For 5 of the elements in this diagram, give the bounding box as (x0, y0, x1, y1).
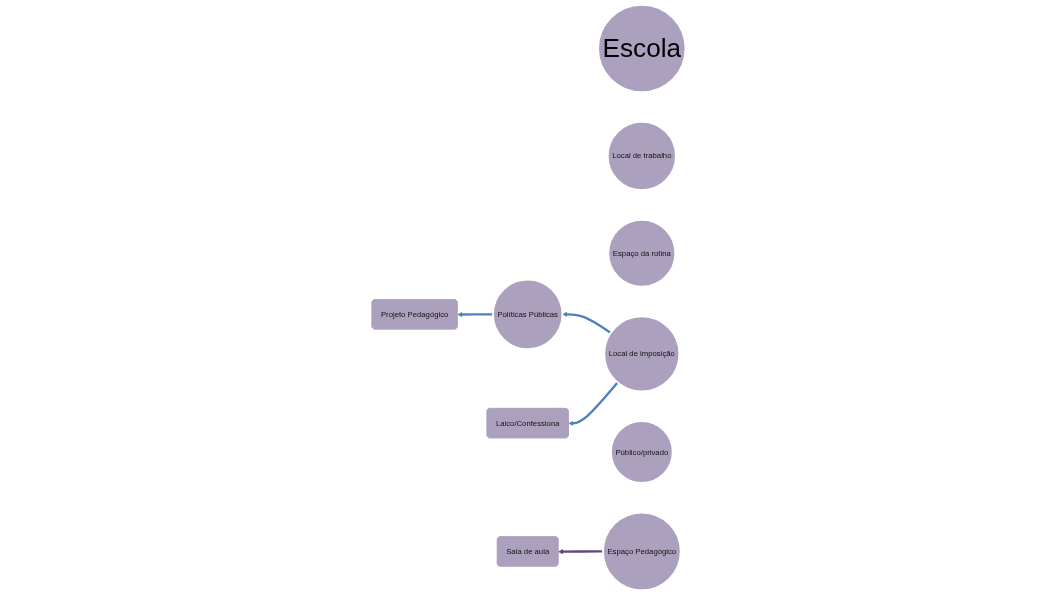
arrow (557, 549, 603, 555)
node-circle: Escola (596, 3, 687, 94)
arrow (568, 381, 619, 426)
arrow (561, 311, 612, 334)
arrow (457, 311, 493, 318)
